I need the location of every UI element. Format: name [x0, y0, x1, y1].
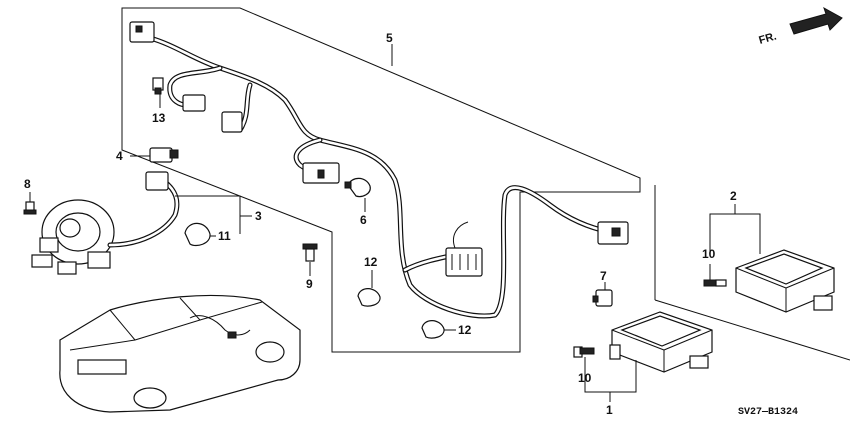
- vehicle-outline: [59, 294, 301, 413]
- front-direction-indicator: [789, 6, 843, 35]
- front-direction-label: FR.: [758, 30, 778, 46]
- right-panel-divider-lower: [654, 299, 850, 361]
- connector-mid-left: [182, 94, 206, 112]
- connector-top-left-face: [135, 25, 143, 33]
- srs-unit-2: [735, 249, 835, 313]
- callout-12-upper: 12: [364, 255, 378, 269]
- callout-8: 8: [24, 177, 31, 191]
- clamp-12-upper: [357, 288, 381, 307]
- bolt-9: [302, 243, 318, 262]
- bolt-10-upper: [703, 279, 727, 287]
- callout-10-lower: 10: [578, 371, 592, 385]
- harness-group-outline: [121, 7, 641, 353]
- clip-6: [347, 177, 371, 198]
- bolt-10-lower: [573, 346, 595, 358]
- callout-5: 5: [386, 31, 393, 45]
- callout-6: 6: [360, 213, 367, 227]
- clip-6-tab: [344, 181, 352, 189]
- clamp-11: [184, 222, 211, 247]
- callout-9: 9: [306, 277, 313, 291]
- callout-13: 13: [152, 111, 166, 125]
- diagram-code: SV27—B1324: [738, 407, 798, 418]
- connector-hanging: [221, 111, 243, 133]
- connector-block-lead: [453, 221, 469, 249]
- cable-reel-3: [31, 171, 180, 275]
- bolt-13: [152, 77, 164, 95]
- callout-12-lower: 12: [458, 323, 472, 337]
- connector-block: [445, 247, 483, 277]
- callout-11: 11: [218, 229, 231, 243]
- callout-7: 7: [600, 269, 607, 283]
- bolt-8: [23, 201, 37, 215]
- callout-4: 4: [116, 149, 123, 163]
- leader-lines: [29, 44, 761, 402]
- callout-10-upper: 10: [702, 247, 716, 261]
- clamp-12-lower: [421, 320, 445, 339]
- callout-1: 1: [606, 403, 613, 417]
- srs-unit-1: [609, 311, 713, 373]
- connector-center-face: [317, 169, 325, 179]
- clip-7: [592, 289, 613, 307]
- connector-right-end-face: [611, 227, 621, 237]
- bracket-4: [149, 147, 179, 163]
- wire-harness: [147, 35, 613, 319]
- callout-3: 3: [255, 209, 262, 223]
- callout-2: 2: [730, 189, 737, 203]
